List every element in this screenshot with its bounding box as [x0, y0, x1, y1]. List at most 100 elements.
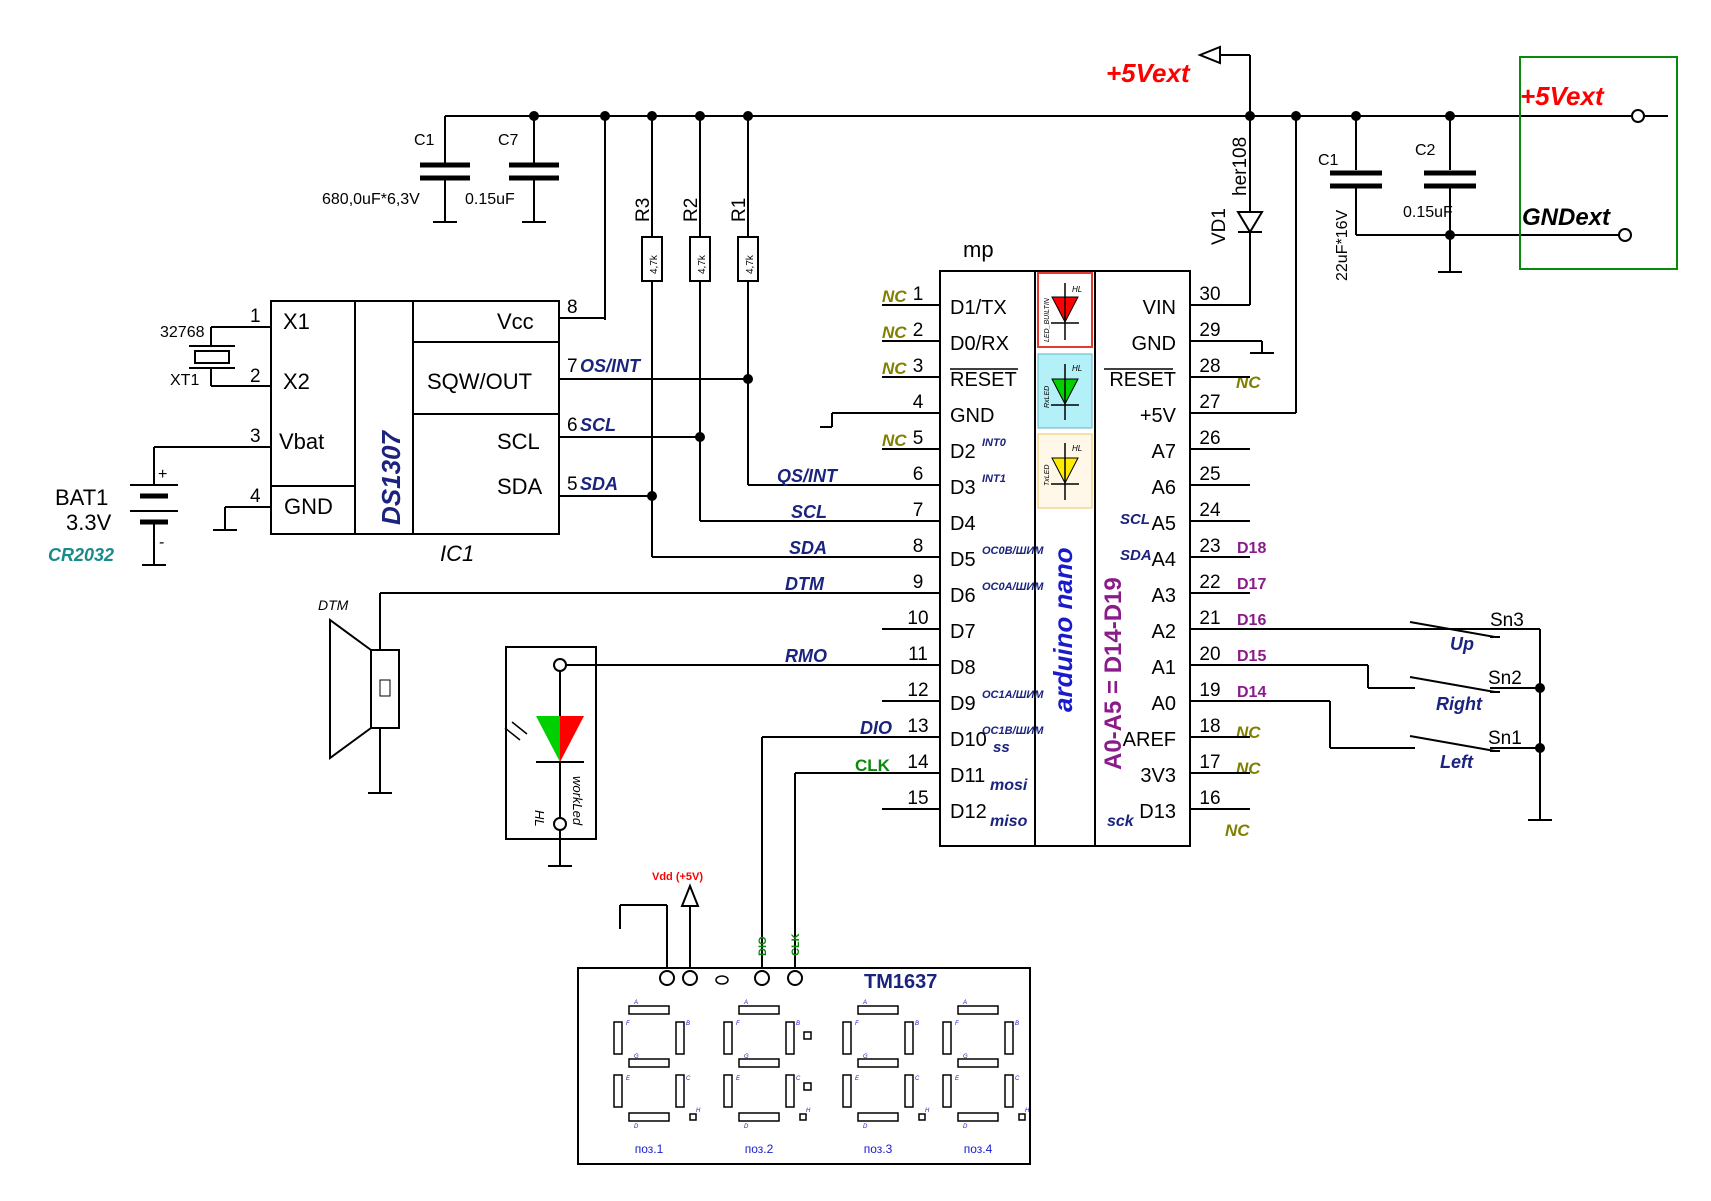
nano-pin-net: CLK: [855, 756, 891, 775]
c2-value: 0.15uF: [1403, 204, 1453, 221]
c1-right-name: C1: [1318, 152, 1339, 169]
segment-letter: E: [626, 1076, 631, 1082]
nano-rpin-name: A7: [1152, 441, 1176, 463]
crystal-freq: 32768: [160, 324, 205, 341]
battery-voltage: 3.3V: [66, 510, 112, 535]
nano-pin-name: D1/TX: [950, 297, 1007, 319]
nano-ref: mp: [963, 237, 994, 262]
segment-letter: F: [626, 1021, 630, 1027]
nano-rpin-name: A1: [1152, 657, 1176, 679]
segment-letter: D: [963, 1124, 968, 1130]
segment-h: [918, 1113, 926, 1121]
button-right-label: Right: [1436, 694, 1483, 714]
nano-rpin-name: A6: [1152, 477, 1176, 499]
speaker-dtm: DTM: [318, 593, 400, 794]
nano-pin-sub: INT0: [982, 437, 1007, 449]
nano-pin-num: 14: [907, 752, 929, 773]
led-rx: HL RxLED: [1037, 353, 1093, 429]
nano-pin-num: 2: [913, 320, 924, 341]
nano-rpin-name: D13: [1139, 801, 1176, 823]
nano-rpin-name: A0: [1152, 693, 1176, 715]
nano-pin-sub2: ss: [993, 739, 1010, 756]
segment-g: [857, 1058, 899, 1068]
battery-type: CR2032: [48, 545, 114, 565]
nano-pin-name: D11: [950, 765, 985, 787]
nano-pin-name: D4: [950, 513, 976, 535]
nano-rpin-name: GND: [1132, 333, 1176, 355]
rtc-pin2-num: 2: [250, 366, 261, 387]
nano-rpin-num: 21: [1199, 608, 1220, 629]
nano-rpin-num: 29: [1199, 320, 1220, 341]
nano-rpin-pre: SDA: [1120, 547, 1152, 564]
diode-name: VD1: [1209, 208, 1230, 245]
nano-pin-name: D7: [950, 621, 976, 643]
nano-rpin-dnum: D14: [1237, 684, 1266, 701]
diode-vd1: her108 VD1: [1209, 116, 1264, 305]
nano-rpin-nc: NC: [1236, 723, 1261, 742]
nano-pin-num: 8: [913, 536, 924, 557]
nano-rpin-num: 23: [1199, 536, 1220, 557]
nano-rpin-name: AREF: [1123, 729, 1176, 751]
c1-left-name: C1: [414, 132, 435, 149]
segment-letter: C: [1015, 1076, 1020, 1082]
segment-letter: B: [1015, 1021, 1019, 1027]
nano-pin-net: DTM: [785, 574, 825, 594]
rtc-pin4-name: GND: [284, 494, 333, 519]
segment-letter: A: [743, 1000, 748, 1006]
nano-rpin-dnum: D17: [1237, 576, 1266, 593]
c7-name: C7: [498, 132, 519, 149]
tm1637-title: TM1637: [864, 971, 937, 993]
nano-rpin-dnum: D16: [1237, 612, 1266, 629]
rtc-pin4-num: 4: [250, 486, 261, 507]
rtc-pin5-name: SDA: [497, 474, 543, 499]
capacitor-c7: C7 0.15uF: [465, 132, 559, 223]
segment-c: [1004, 1074, 1014, 1108]
resistor-r2: R2 4,7k: [681, 198, 711, 520]
button-left-label: Left: [1440, 752, 1474, 772]
segment-letter: E: [955, 1076, 960, 1082]
nano-pin-nc: NC: [882, 431, 907, 450]
segment-h: [689, 1113, 697, 1121]
nano-pin-num: 13: [907, 716, 928, 737]
segment-e: [842, 1074, 852, 1108]
segment-b: [785, 1021, 795, 1055]
nano-rpin-dnum: D18: [1237, 540, 1266, 557]
ext-power-label: +5Vext: [1106, 58, 1191, 88]
nano-rpin-num: 18: [1199, 716, 1220, 737]
nano-title: arduino nano: [1048, 547, 1078, 712]
segment-d: [857, 1112, 899, 1122]
arduino-nano: mp arduino nano A0-A5 = D14-D19 HL LED_B…: [380, 237, 1191, 847]
capacitor-c1-right: C1 22uF*16V: [1318, 152, 1620, 281]
nano-rpin-name: VIN: [1143, 297, 1176, 319]
segment-f: [942, 1021, 952, 1055]
segment-letter: C: [686, 1076, 691, 1082]
rtc-ds1307: DS1307 IC1 1 2 3 4 X1 X2 Vbat GND Vcc SQ…: [154, 116, 753, 566]
nano-pin-num: 15: [907, 788, 928, 809]
rtc-pin1-num: 1: [250, 306, 261, 327]
work-led: HL workLed: [504, 646, 597, 867]
rtc-pin5-net: SDA: [580, 474, 618, 494]
led-rx-hl: HL: [1072, 364, 1082, 373]
nano-rpin-name: A3: [1152, 585, 1176, 607]
tm1637-display: TM1637 ABCDEFGHпоз.1ABCDEFGHпоз.2ABCDEFG…: [577, 967, 1031, 1165]
nano-rpin-num: 19: [1199, 680, 1220, 701]
segment-letter: F: [955, 1021, 959, 1027]
ext-power-out-label: +5Vext: [1520, 81, 1605, 111]
capacitor-c1-left: C1 680,0uF*6,3V: [322, 116, 470, 223]
segment-letter: C: [915, 1076, 920, 1082]
led-builtin: HL LED_BUILTIN: [1037, 272, 1093, 348]
segment-letter: A: [633, 1000, 638, 1006]
segment-f: [842, 1021, 852, 1055]
nano-pin-name: D9: [950, 693, 976, 715]
nano-right-labels: VIN30GND29RESET28NC+5V27A726A625A524SCLA…: [1107, 284, 1266, 840]
vdd-label: Vdd (+5V): [652, 871, 703, 883]
r1-value: 4,7k: [745, 254, 756, 274]
nano-pin-name: D2: [950, 441, 976, 463]
nano-rpin-name: A4: [1152, 549, 1176, 571]
c7-value: 0.15uF: [465, 191, 515, 208]
segment-a: [957, 1005, 999, 1015]
segment-letter: H: [1025, 1108, 1030, 1114]
segment-a: [857, 1005, 899, 1015]
nano-rpin-num: 22: [1199, 572, 1220, 593]
